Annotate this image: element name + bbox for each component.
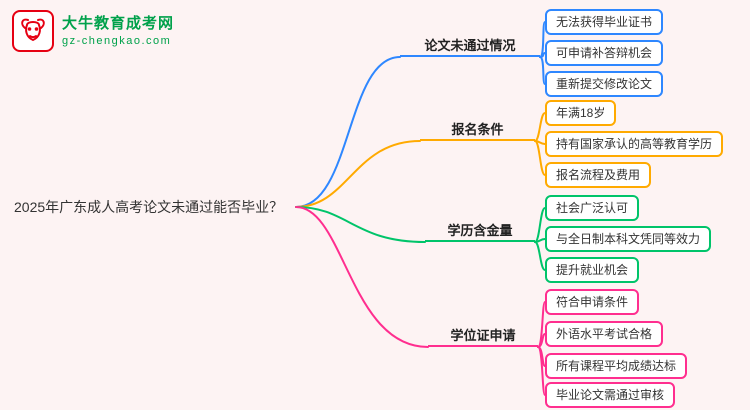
leaf-node: 提升就业机会	[545, 257, 640, 283]
brand-domain: gz-chengkao.com	[62, 35, 172, 47]
leaf-node: 可申请补答辩机会	[545, 40, 664, 66]
link-branch0-leaf2	[539, 56, 546, 85]
link-branch3-leaf3	[537, 346, 546, 396]
branch-node-degree: 学位证申请	[428, 326, 538, 347]
brand-name: 大牛教育成考网	[62, 15, 175, 32]
link-branch2-leaf2	[534, 241, 546, 271]
leaf-node: 持有国家承认的高等教育学历	[545, 131, 724, 157]
leaf-node: 符合申请条件	[545, 289, 640, 315]
link-root-branch-3	[295, 206, 429, 348]
bull-icon	[12, 10, 54, 52]
root-node: 2025年广东成人高考论文未通过能否毕业？	[14, 199, 284, 215]
branch-node-thesis-fail: 论文未通过情况	[400, 36, 540, 57]
leaf-node: 重新提交修改论文	[545, 71, 664, 97]
leaf-node: 与全日制本科文凭同等效力	[545, 226, 712, 252]
leaf-node: 年满18岁	[545, 100, 617, 126]
leaf-node: 无法获得毕业证书	[545, 9, 664, 35]
link-branch2-leaf0	[534, 207, 546, 243]
branch-node-value: 学历含金量	[425, 221, 535, 242]
link-root-branch-0	[295, 56, 401, 208]
link-branch1-leaf2	[534, 140, 546, 176]
link-root-branch-2	[295, 206, 426, 243]
brand-text: 大牛教育成考网 gz-chengkao.com	[62, 14, 174, 48]
leaf-node: 外语水平考试合格	[545, 321, 664, 347]
leaf-node: 社会广泛认可	[545, 195, 640, 221]
brand-logo[interactable]: 大牛教育成考网 gz-chengkao.com	[12, 10, 174, 52]
leaf-node: 所有课程平均成绩达标	[545, 353, 688, 379]
link-root-branch-1	[295, 140, 421, 208]
leaf-node: 毕业论文需通过审核	[545, 382, 676, 408]
link-branch1-leaf0	[534, 112, 546, 142]
leaf-node: 报名流程及费用	[545, 162, 652, 188]
branch-node-requirements: 报名条件	[420, 120, 535, 141]
